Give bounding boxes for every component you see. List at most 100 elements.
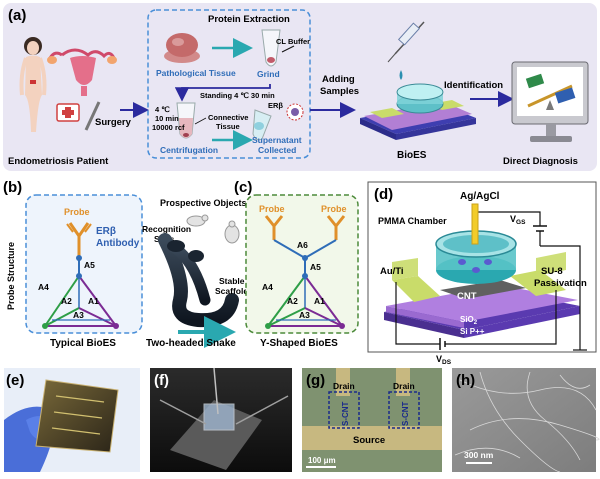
prospective-objects-label: Prospective Objects xyxy=(160,198,247,208)
panel-a-background xyxy=(3,3,597,171)
pathological-tissue-label: Pathological Tissue xyxy=(156,68,236,78)
panel-c-letter: (c) xyxy=(234,179,252,196)
scnt-left-box xyxy=(328,391,360,429)
chip-pads-icon xyxy=(51,395,105,435)
fet-device-icon xyxy=(384,203,580,338)
a1-label-b: A1 xyxy=(88,296,99,306)
tissue-sample-icon xyxy=(164,33,200,63)
vds-label: VDS xyxy=(436,354,452,366)
centrifuge-time: 10 min xyxy=(155,114,179,123)
su8-label-1: SU-8 xyxy=(541,266,563,277)
antibody-icon xyxy=(66,222,92,258)
panel-g: Drain Drain S-CNT S-CNT Source 100 μm (g… xyxy=(302,368,442,472)
panel-c: (c) Probe Probe xyxy=(234,179,359,349)
connective-tissue-label-2: Tissue xyxy=(216,122,240,131)
centrifuge-rcf: 10000 rcf xyxy=(152,123,185,132)
panel-b-box xyxy=(25,194,143,334)
sensor-chip-icon xyxy=(35,379,119,453)
protein-extraction-box xyxy=(147,9,311,159)
y-shaped-bioes-caption: Y-Shaped BioES xyxy=(260,338,338,349)
panel-e: (e) xyxy=(4,368,140,472)
antibody-left-icon xyxy=(264,215,284,240)
er-beta-protein-icon xyxy=(291,108,299,116)
cl-buffer-label: CL Buffer xyxy=(276,37,310,46)
centrifugation-label: Centrifugation xyxy=(160,145,218,155)
scale-bar-g xyxy=(306,466,336,468)
pmma-chamber-label: PMMA Chamber xyxy=(378,216,447,226)
cnt-label: CNT xyxy=(457,291,477,302)
panel-f: (f) xyxy=(150,367,292,472)
panel-b: (b) Probe Structure Probe ERβ Antibody xyxy=(3,179,143,349)
cnt-network-icon xyxy=(454,371,600,473)
au-ti-label: Au/Ti xyxy=(380,266,404,277)
snake-concept: Prospective Objects Recognition Sites St… xyxy=(142,198,249,349)
typical-bioes-caption: Typical BioES xyxy=(50,338,116,349)
connective-tissue-pointer xyxy=(194,117,207,125)
a5-label-c: A5 xyxy=(310,262,321,272)
grind-tube-icon xyxy=(261,29,281,67)
dna-tetrahedron-c xyxy=(265,239,345,329)
syringe-icon xyxy=(387,21,425,63)
scnt-left-label: S-CNT xyxy=(341,401,350,426)
a3-label-b: A3 xyxy=(73,310,84,320)
a5-label-b: A5 xyxy=(84,260,95,270)
arrow-grind-to-centrifuge xyxy=(174,84,271,102)
probe-left-label: Probe xyxy=(259,204,285,214)
a4-label-b: A4 xyxy=(38,282,49,292)
antibody-label-1: ERβ xyxy=(96,226,116,237)
panel-h-letter: (h) xyxy=(456,372,475,389)
centrifuge-temp: 4 ℃ xyxy=(155,105,170,114)
er-beta-label-a: ERβ xyxy=(268,101,283,110)
grind-label: Grind xyxy=(257,69,280,79)
cl-buffer-pointer xyxy=(281,45,295,53)
panel-b-letter: (b) xyxy=(3,179,22,196)
panel-a: (a) Surgery Endometriosis xyxy=(3,3,597,171)
drain-left-stem-icon xyxy=(336,368,350,396)
panel-d-letter: (d) xyxy=(374,186,393,203)
identification-label: Identification xyxy=(444,80,503,91)
mouse-icons xyxy=(186,214,240,244)
bioes-device-icon xyxy=(360,83,476,140)
a2-label-c: A2 xyxy=(287,296,298,306)
adding-samples-label-2: Samples xyxy=(320,86,359,97)
panel-a-letter: (a) xyxy=(8,7,26,24)
vgs-label: VGS xyxy=(510,214,526,226)
stable-label-2: Scaffold xyxy=(215,286,249,296)
scale-bar-h xyxy=(466,462,492,464)
panel-h: 300 nm (h) xyxy=(452,368,600,473)
probe-needle-left-icon xyxy=(159,399,207,425)
source-label: Source xyxy=(353,435,385,446)
dna-tetrahedron-b xyxy=(42,255,119,329)
snake-head-1-icon xyxy=(167,240,185,252)
sample-drop-icon xyxy=(399,70,403,80)
panel-g-letter: (g) xyxy=(306,372,325,389)
si-label: Si P++ xyxy=(460,327,485,336)
panel-e-letter: (e) xyxy=(6,372,24,389)
a3-label-c: A3 xyxy=(299,310,310,320)
a6-label-c: A6 xyxy=(297,240,308,250)
centrifuge-tube-icon xyxy=(176,102,196,139)
probe-label-b: Probe xyxy=(64,207,90,217)
adding-samples-label-1: Adding xyxy=(322,74,355,85)
antibody-right-icon xyxy=(326,215,346,240)
probe-right-label: Probe xyxy=(321,204,347,214)
sio2-label: SiO2 xyxy=(460,315,478,326)
drain-right-label: Drain xyxy=(393,381,415,391)
supernatant-tube-icon xyxy=(252,109,272,141)
source-electrode-icon xyxy=(302,426,442,450)
panel-h-sem-image xyxy=(452,368,596,472)
snake-head-2-icon xyxy=(188,250,204,262)
direct-diagnosis-label: Direct Diagnosis xyxy=(503,156,578,167)
first-aid-kit-icon xyxy=(56,103,80,122)
standing-label: Standing 4 ℃ 30 min xyxy=(200,91,275,100)
ground-wire xyxy=(540,245,581,350)
recognition-label-1: Recognition xyxy=(142,224,191,234)
panel-f-letter: (f) xyxy=(154,372,169,389)
electrode-wire-photo-icon xyxy=(213,367,219,415)
antibody-label-2: Antibody xyxy=(96,238,140,249)
bioes-label: BioES xyxy=(397,150,427,161)
vds-wire-right xyxy=(445,290,557,345)
pmma-chamber-photo-icon xyxy=(203,403,235,431)
two-headed-snake-caption: Two-headed Snake xyxy=(146,338,236,349)
